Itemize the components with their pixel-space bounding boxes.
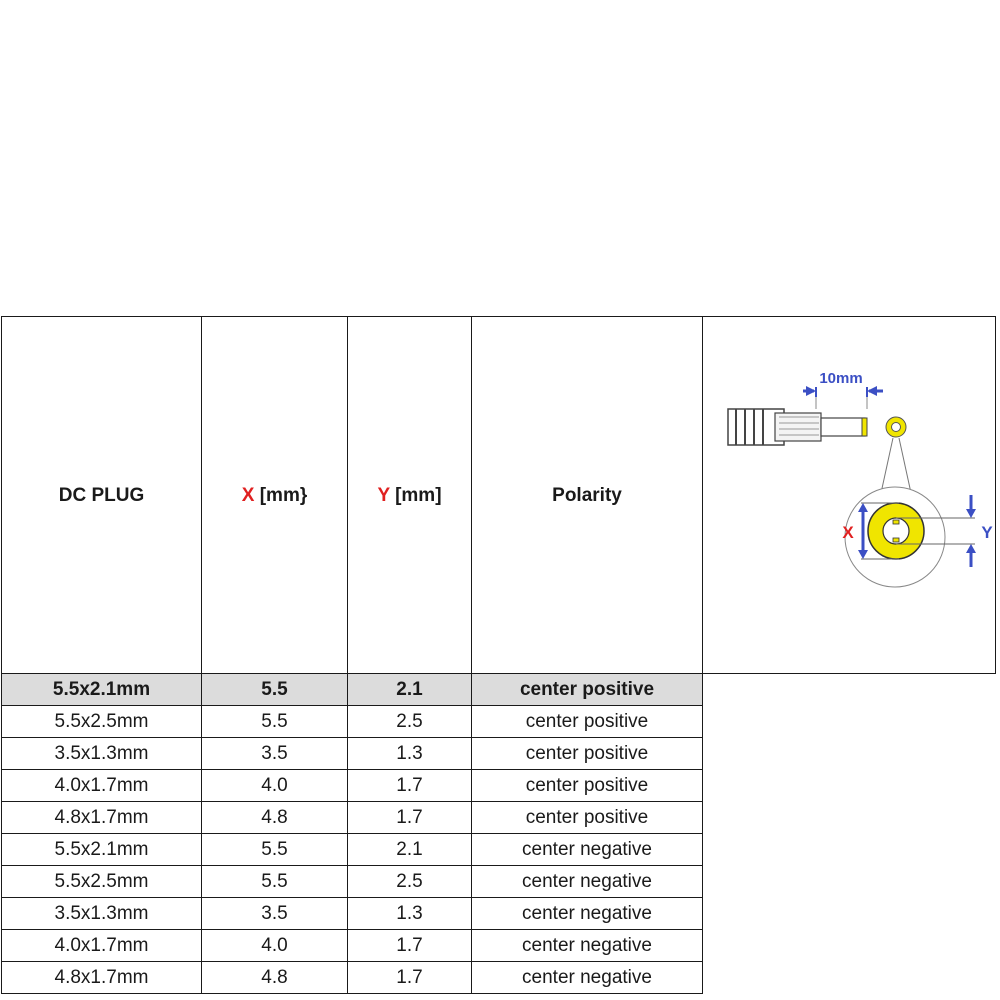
cell-y-mm: 1.3	[347, 737, 472, 770]
header-dc-plug: DC PLUG	[1, 316, 202, 674]
cell-polarity: center positive	[471, 673, 703, 706]
arrow-head-right-icon	[867, 386, 877, 396]
cell-x-mm: 5.5	[201, 833, 348, 866]
cell-y-mm: 2.1	[347, 673, 472, 706]
cell-x-mm: 5.5	[201, 865, 348, 898]
plug-diagram-cell: 10mm	[702, 316, 996, 674]
header-y-letter: Y	[377, 484, 390, 506]
cell-y-mm: 1.7	[347, 769, 472, 802]
cell-y-mm: 1.7	[347, 929, 472, 962]
cell-dc-plug: 4.8x1.7mm	[1, 961, 202, 994]
table-header-row: DC PLUG X [mm} Y [mm] Polarity 10mm	[1, 316, 996, 674]
cell-x-mm: 4.0	[201, 769, 348, 802]
y-dimension-label: Y	[981, 523, 993, 542]
cell-polarity: center positive	[471, 705, 703, 738]
cell-dc-plug: 5.5x2.1mm	[1, 673, 202, 706]
cell-y-mm: 1.7	[347, 961, 472, 994]
cell-dc-plug: 4.0x1.7mm	[1, 769, 202, 802]
header-x-unit: [mm}	[254, 484, 308, 506]
cell-dc-plug: 4.8x1.7mm	[1, 801, 202, 834]
y-arrow-up-icon	[966, 544, 976, 553]
plug-end-view-large-icon	[867, 502, 925, 560]
x-arrow-up-icon	[858, 503, 868, 512]
cell-dc-plug: 3.5x1.3mm	[1, 737, 202, 770]
cell-polarity: center negative	[471, 961, 703, 994]
arrow-head-left-icon	[806, 386, 816, 396]
cell-dc-plug: 5.5x2.5mm	[1, 705, 202, 738]
cell-x-mm: 3.5	[201, 897, 348, 930]
cell-x-mm: 4.0	[201, 929, 348, 962]
header-x-mm: X [mm}	[201, 316, 348, 674]
x-dimension-label: X	[842, 523, 854, 542]
plug-end-view-small-icon	[885, 416, 907, 438]
cell-polarity: center negative	[471, 929, 703, 962]
cell-polarity: center negative	[471, 833, 703, 866]
dc-plug-icon	[727, 408, 868, 446]
cell-polarity: center positive	[471, 801, 703, 834]
cell-x-mm: 3.5	[201, 737, 348, 770]
dc-plug-diagram: 10mm	[727, 370, 993, 588]
cell-dc-plug: 5.5x2.1mm	[1, 833, 202, 866]
cell-polarity: center negative	[471, 897, 703, 930]
cell-y-mm: 2.1	[347, 833, 472, 866]
cell-polarity: center positive	[471, 769, 703, 802]
header-y-mm: Y [mm]	[347, 316, 472, 674]
cell-x-mm: 5.5	[201, 673, 348, 706]
cell-dc-plug: 4.0x1.7mm	[1, 929, 202, 962]
y-arrow-down-icon	[966, 509, 976, 518]
header-polarity: Polarity	[471, 316, 703, 674]
cell-x-mm: 4.8	[201, 801, 348, 834]
cell-polarity: center negative	[471, 865, 703, 898]
length-label: 10mm	[819, 370, 862, 387]
x-arrow-down-icon	[858, 550, 868, 559]
cell-x-mm: 4.8	[201, 961, 348, 994]
cell-dc-plug: 5.5x2.5mm	[1, 865, 202, 898]
cell-x-mm: 5.5	[201, 705, 348, 738]
callout-line-right	[898, 437, 912, 494]
header-y-unit: [mm]	[389, 484, 442, 506]
cell-dc-plug: 3.5x1.3mm	[1, 897, 202, 930]
dc-plug-spec-table: DC PLUG X [mm} Y [mm] Polarity 10mm	[1, 316, 996, 994]
callout-line-left	[880, 437, 894, 494]
cell-y-mm: 2.5	[347, 705, 472, 738]
cell-y-mm: 1.7	[347, 801, 472, 834]
cell-polarity: center positive	[471, 737, 703, 770]
header-x-letter: X	[241, 484, 255, 506]
cell-y-mm: 2.5	[347, 865, 472, 898]
cell-y-mm: 1.3	[347, 897, 472, 930]
